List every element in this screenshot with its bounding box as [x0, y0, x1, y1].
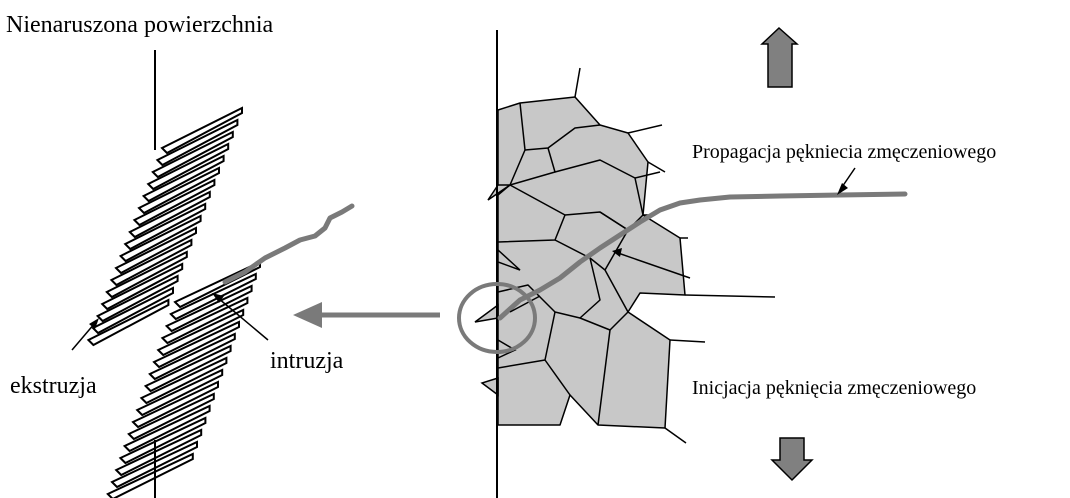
magnify-arrow: [293, 302, 440, 328]
surface-label: Nienaruszona powierzchnia: [6, 12, 274, 38]
lamella-upper: [162, 108, 242, 153]
arrow-up-icon: [762, 28, 797, 87]
intrusion-label: intruzja: [270, 348, 344, 374]
slip-lamellae: [88, 108, 260, 498]
lamella-upper: [157, 120, 237, 165]
initiation-label: Inicjacja pęknięcia zmęczeniowego: [692, 377, 976, 399]
slip-band-detail: [72, 50, 352, 498]
grain-structure: [459, 30, 905, 498]
extrusion-label: ekstruzja: [10, 373, 97, 399]
arrow-down-icon: [772, 438, 812, 480]
slip-band-crack: [225, 206, 352, 282]
propagation-pointer: [837, 168, 855, 195]
propagation-label: Propagacja pękniecia zmęczeniowego: [692, 141, 996, 163]
